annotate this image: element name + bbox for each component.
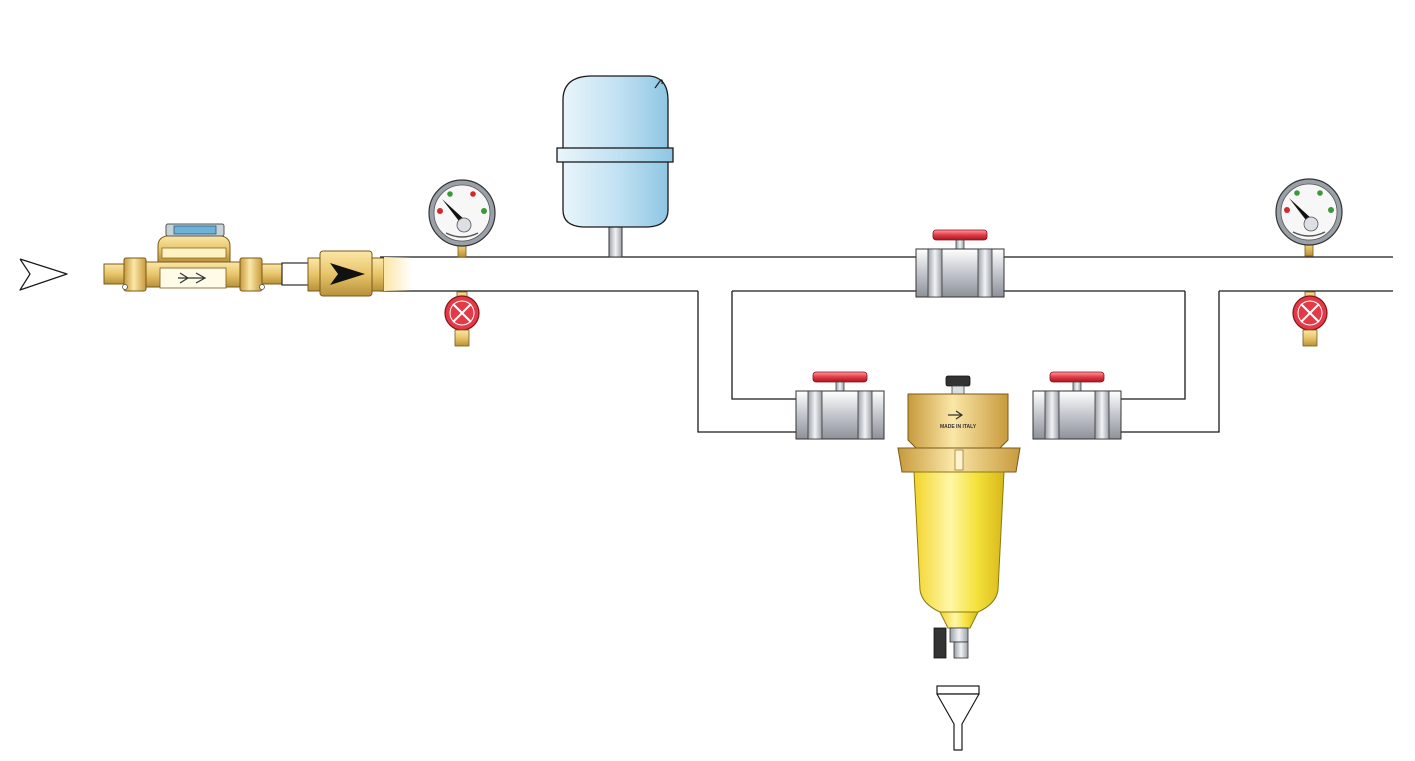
- flow-direction-arrow-icon: [19, 258, 68, 291]
- water-meter-icon: [103, 223, 283, 292]
- ball-valve-icon: [1032, 371, 1122, 440]
- pressure-gauge-icon: [428, 179, 496, 258]
- filter-branch-outer-left: [697, 291, 800, 433]
- ball-valve-icon: [795, 371, 885, 440]
- ball-valve-icon: [915, 229, 1005, 298]
- expansion-vessel-icon: [556, 75, 674, 258]
- filter-branch-outer-right: [1120, 291, 1220, 433]
- filter-made-in-label: MADE IN ITALY: [940, 424, 977, 430]
- pressure-gauge-icon: [1275, 178, 1343, 257]
- filter-branch-inner-right: [1120, 291, 1186, 400]
- drain-funnel-icon: [936, 685, 980, 751]
- pipe-network: [380, 256, 1393, 433]
- filter-cartridge-icon: MADE IN ITALY: [897, 375, 1021, 659]
- drain-valve-icon: [444, 291, 480, 347]
- inlet-pipe-stub: [281, 262, 311, 286]
- drain-valve-icon: [1292, 291, 1328, 347]
- filter-branch-inner-left: [731, 291, 800, 400]
- check-valve-icon: [307, 250, 412, 297]
